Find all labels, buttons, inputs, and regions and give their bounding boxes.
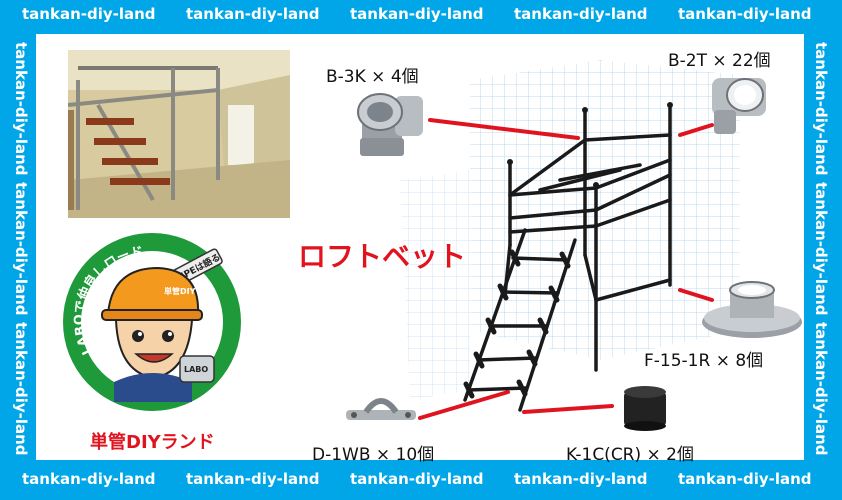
brand-name: 単管DIYランド [90, 432, 215, 453]
part-label-b2t: B-2T × 22個 [668, 51, 771, 71]
ladder-clamps [463, 249, 571, 399]
watermark-bottom-1: tankan-diy-land [22, 470, 156, 488]
logo-badge-text: LABO [184, 365, 208, 374]
loft-bed-photo [68, 50, 290, 218]
watermark-bottom-3: tankan-diy-land [350, 470, 484, 488]
pipe-frame [503, 103, 672, 372]
mascot-logo: LABOで仲良しロード PIPEは語る 単管DIY LABO [62, 232, 242, 412]
d1wb-clamp-icon [346, 398, 416, 420]
watermark-top-2: tankan-diy-land [186, 5, 320, 23]
logo-helmet-text: 単管DIY [164, 286, 196, 296]
diagram-title: ロフトベット [298, 240, 467, 273]
joints [507, 102, 673, 188]
k1c-cap-icon [624, 386, 666, 431]
b3k-fitting-icon [357, 93, 423, 156]
watermark-top-5: tankan-diy-land [678, 5, 812, 23]
watermark-bottom-4: tankan-diy-land [514, 470, 648, 488]
watermark-top-3: tankan-diy-land [350, 5, 484, 23]
watermark-top-4: tankan-diy-land [514, 5, 648, 23]
part-label-b3k: B-3K × 4個 [326, 67, 419, 87]
part-label-d1wb: D-1WB × 10個 [312, 445, 435, 465]
watermark-bottom-2: tankan-diy-land [186, 470, 320, 488]
part-label-f15: F-15-1R × 8個 [644, 351, 764, 371]
f15-base-plate-icon [702, 281, 802, 338]
part-label-k1c: K-1C(CR) × 2個 [566, 445, 694, 465]
b2t-fitting-icon [712, 78, 766, 134]
watermark-top-1: tankan-diy-land [22, 5, 156, 23]
watermark-bottom-5: tankan-diy-land [678, 470, 812, 488]
leader-lines [418, 118, 714, 420]
